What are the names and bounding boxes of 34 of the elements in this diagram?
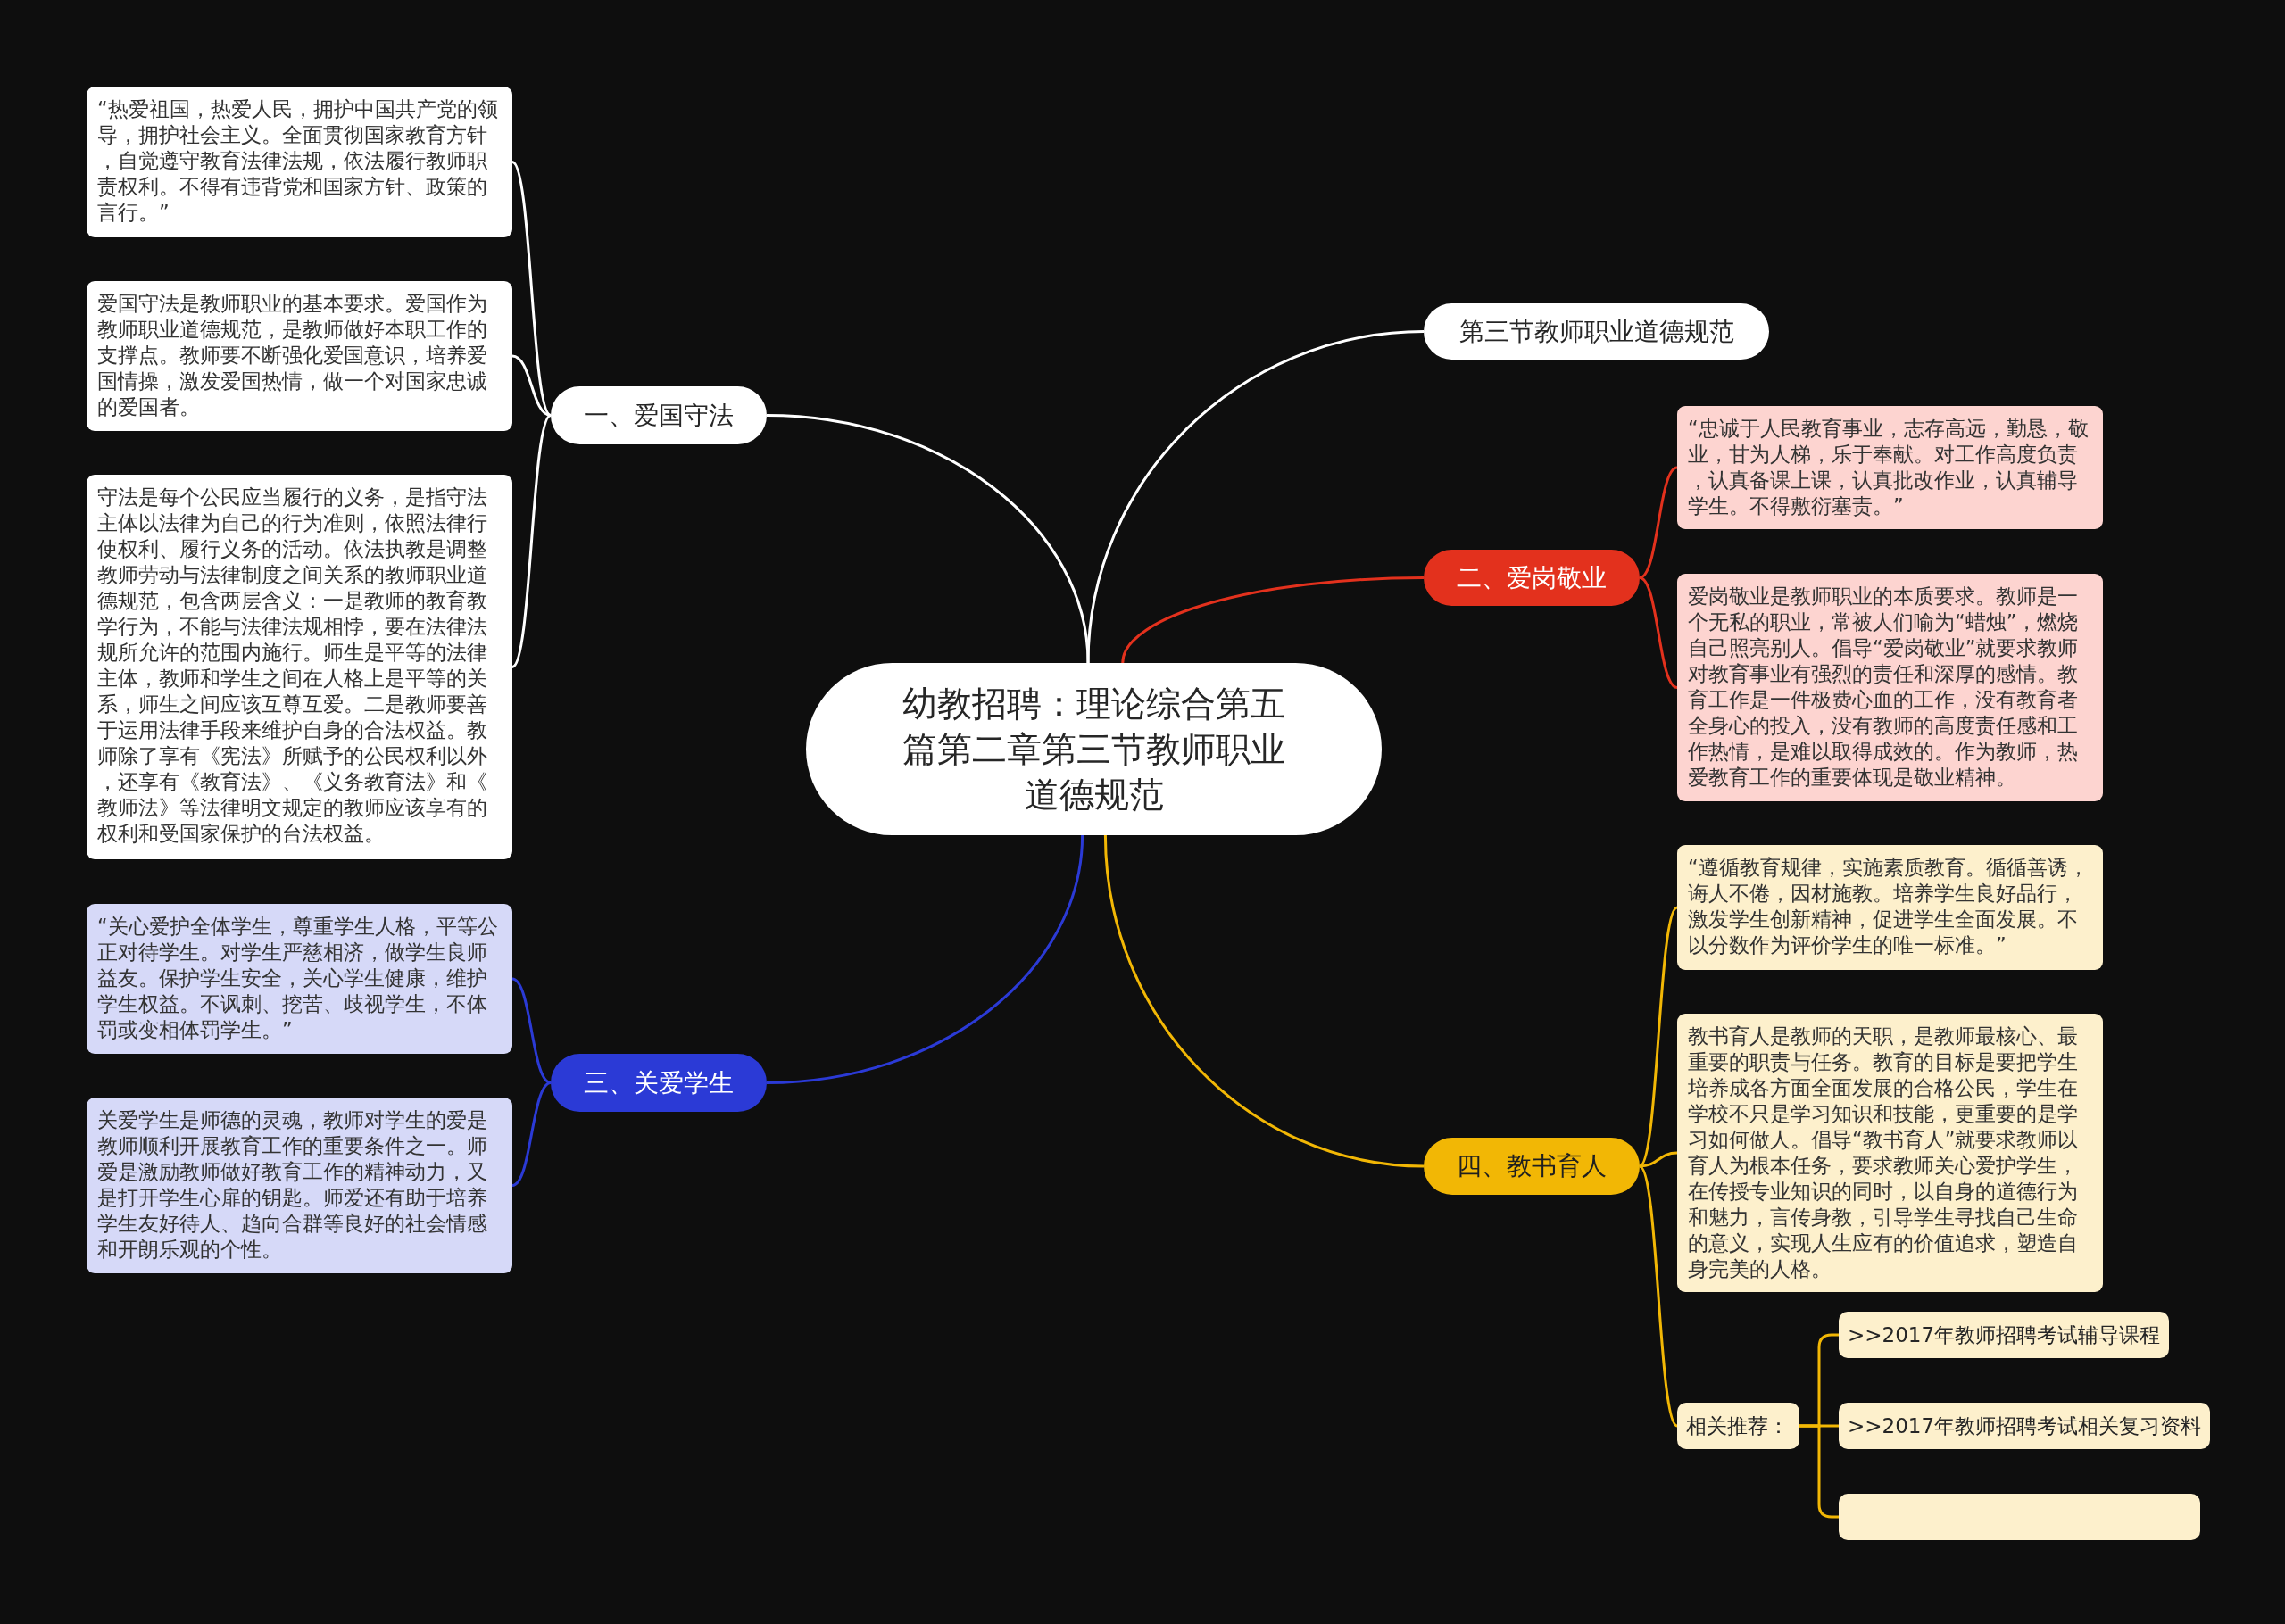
connector-line <box>1639 466 1678 579</box>
connector-line <box>511 1081 552 1187</box>
blank-card <box>1839 1494 2200 1540</box>
branch-topic: 二、爱岗敬业 <box>1424 550 1640 606</box>
connector-line <box>766 414 1090 664</box>
connector-line <box>1638 1165 1679 1427</box>
note-card: 爱国守法是教师职业的基本要求。爱国作为教师职业道德规范，是教师做好本职工作的支撑点。教师要不断强化爱国意识，培养爱国情操，激发爱国热情，做一个对国家忠诚的爱国者。 <box>87 281 512 431</box>
note-card: 爱岗敬业是教师职业的本质要求。教师是一个无私的职业，常被人们喻为“蜡烛”，燃烧自己照亮别人。倡导“爱岗敬业”就要求教师对教育事业有强烈的责任和深厚的感情。教育工作是一件极费心血的工作，没有教育者全身心的投入，没有教师的高度责任感和工作热情，是难以取得成效的。作为教师，热爱教育工作的重要体现是敬业精神。 <box>1677 574 2103 801</box>
note-card: 教书育人是教师的天职，是教师最核心、最重要的职责与任务。教育的目标是要把学生培养成各方面全面发展的合格公民，学生在学校不只是学习知识和技能，更重要的是学习如何做人。倡导“教书育人”就要求教师以育人为根本任务，要求教师关心爱护学生，在传授专业知识的同时，以自身的道德行为和魅力，言传身教，引导学生寻找自己生命的意义，实现人生应有的价值追求，塑造自身完美的人格。 <box>1677 1014 2103 1292</box>
note-card: “关心爱护全体学生，尊重学生人格，平等公正对待学生。对学生严慈相济，做学生良师益友。保护学生安全，关心学生健康，维护学生权益。不讽刺、挖苦、歧视学生，不体罚或变相体罚学生。” <box>87 904 512 1054</box>
connector-line <box>1121 576 1425 664</box>
note-card: “遵循教育规律，实施素质教育。循循善诱，诲人不倦，因材施教。培养学生良好品行，激发学生创新精神，促进学生全面发展。不以分数作为评价学生的唯一标准。” <box>1677 845 2103 970</box>
branch-topic: 第三节教师职业道德规范 <box>1424 303 1769 360</box>
note-card: 关爱学生是师德的灵魂，教师对学生的爱是教师顺利开展教育工作的重要条件之一。师爱是激励教师做好教育工作的精神动力，又是打开学生心扉的钥匙。师爱还有助于培养学生友好待人、趋向合群等良好的社会情感和开朗乐观的个性。 <box>87 1098 512 1273</box>
connector-line <box>1086 330 1425 664</box>
connector-line <box>511 977 552 1084</box>
connector-line <box>511 161 553 417</box>
note-card: 守法是每个公民应当履行的义务，是指守法主体以法律为自己的行为准则，依照法律行使权利、履行义务的活动。依法执教是调整教师劳动与法律制度之间关系的教师职业道德规范，包含两层含义：一是教师的教育教学行为，不能与法律法规相悖，要在法律法规所允许的范围内施行。师生是平等的法律主体，教师和学生之间在人格上是平等的关系，师生之间应该互尊互爱。二是教师要善于运用法律手段来维护自身的合法权益。教师除了享有《宪法》所赋予的公民权利以外，还享有《教育法》、《义务教育法》和《教师法》等法律明文规定的教师应该享有的权利和受国家保护的台法权益。 <box>87 475 512 859</box>
connector-line <box>766 834 1084 1084</box>
connector-line <box>1639 1151 1678 1168</box>
connector-line <box>1799 1424 1839 1519</box>
branch-topic: 三、关爱学生 <box>551 1054 767 1112</box>
subtopic-card: >>2017年教师招聘考试相关复习资料 <box>1839 1403 2211 1449</box>
connector-line <box>1639 576 1678 689</box>
connector-line <box>1103 834 1425 1168</box>
branch-topic: 四、教书育人 <box>1424 1138 1640 1195</box>
subtopic-card: 相关推荐： <box>1677 1403 1799 1449</box>
connector-line <box>511 354 552 417</box>
central-topic: 幼教招聘：理论综合第五篇第二章第三节教师职业道德规范 <box>806 663 1382 835</box>
subtopic-card: >>2017年教师招聘考试辅导课程 <box>1839 1312 2170 1358</box>
note-card: “忠诚于人民教育事业，志存高远，勤恳，敬业，甘为人梯，乐于奉献。对工作高度负责，认真备课上课，认真批改作业，认真辅导学生。不得敷衍塞责。” <box>1677 406 2103 529</box>
note-card: “热爱祖国，热爱人民，拥护中国共产党的领导，拥护社会主义。全面贯彻国家教育方针，自觉遵守教育法律法规，依法履行教师职责权利。不得有违背党和国家方针、政策的言行。” <box>87 87 512 237</box>
branch-topic: 一、爱国守法 <box>551 386 767 444</box>
connector-line <box>511 414 553 668</box>
